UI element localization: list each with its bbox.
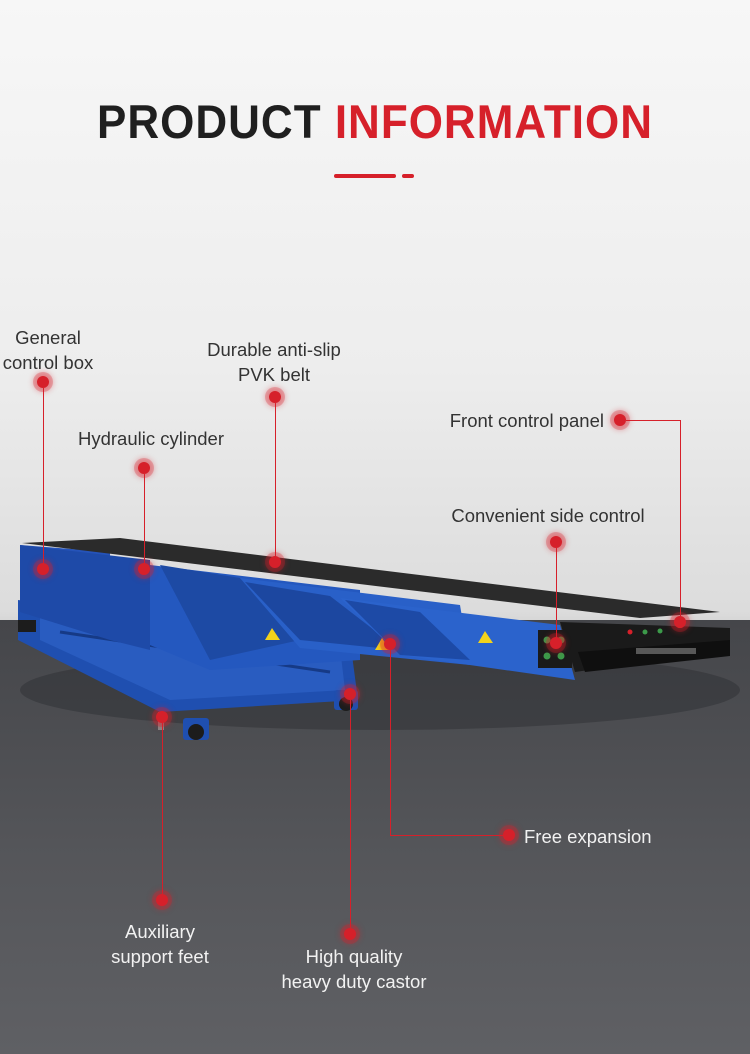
label-castor: High quality heavy duty castor: [264, 944, 444, 994]
label-general-control-box: General control box: [0, 325, 96, 375]
marker-free-expansion: [503, 829, 515, 841]
leader-support-feet: [162, 723, 163, 897]
marker-front-control-panel: [614, 414, 626, 426]
leader-free-expansion-h: [390, 835, 508, 836]
marker-belt: [269, 391, 281, 403]
label-belt: Durable anti-slip PVK belt: [194, 337, 354, 387]
marker-general-control-box: [37, 376, 49, 388]
title-red-part: INFORMATION: [334, 96, 653, 149]
label-line-1: High quality: [305, 946, 403, 967]
label-line-1: Durable anti-slip: [207, 339, 341, 360]
label-free-expansion: Free expansion: [524, 824, 666, 849]
label-line-1: Hydraulic cylinder: [78, 428, 224, 449]
marker-support-feet: [156, 894, 168, 906]
marker-front-control-panel-end: [674, 616, 686, 628]
marker-side-control: [550, 536, 562, 548]
label-line-2: PVK belt: [238, 364, 310, 385]
leader-side-control: [556, 548, 557, 640]
label-line-2: control box: [2, 352, 94, 373]
marker-hydraulic-cylinder: [138, 462, 150, 474]
page-title: PRODUCT INFORMATION: [0, 96, 750, 150]
title-underline: [334, 174, 396, 178]
label-front-control-panel: Front control panel: [432, 408, 604, 433]
marker-castor-start: [344, 688, 356, 700]
title-underline-accent: [402, 174, 414, 178]
label-line-2: support feet: [111, 946, 209, 967]
label-line-1: Auxiliary: [125, 921, 195, 942]
leader-hydraulic-cylinder: [144, 474, 145, 566]
leader-free-expansion-v: [390, 650, 391, 835]
marker-support-feet-start: [156, 711, 168, 723]
marker-side-control-end: [550, 637, 562, 649]
label-line-1: Convenient side control: [451, 505, 645, 526]
leader-front-control-panel-v: [680, 420, 681, 620]
label-line-1: Front control panel: [449, 410, 604, 431]
label-support-feet: Auxiliary support feet: [98, 919, 222, 969]
leader-castor: [350, 700, 351, 932]
label-line-1: Free expansion: [524, 826, 652, 847]
label-hydraulic-cylinder: Hydraulic cylinder: [68, 426, 234, 451]
label-line-2: heavy duty castor: [281, 971, 427, 992]
marker-free-expansion-start: [384, 638, 396, 650]
label-side-control: Convenient side control: [440, 503, 656, 528]
label-line-1: General: [15, 327, 81, 348]
marker-belt-end: [269, 556, 281, 568]
leader-front-control-panel-h: [626, 420, 680, 421]
marker-general-control-box-end: [37, 563, 49, 575]
marker-hydraulic-cylinder-end: [138, 563, 150, 575]
leader-general-control-box: [43, 388, 44, 566]
title-dark-part: PRODUCT: [97, 96, 322, 149]
leader-belt: [275, 403, 276, 559]
marker-castor: [344, 928, 356, 940]
